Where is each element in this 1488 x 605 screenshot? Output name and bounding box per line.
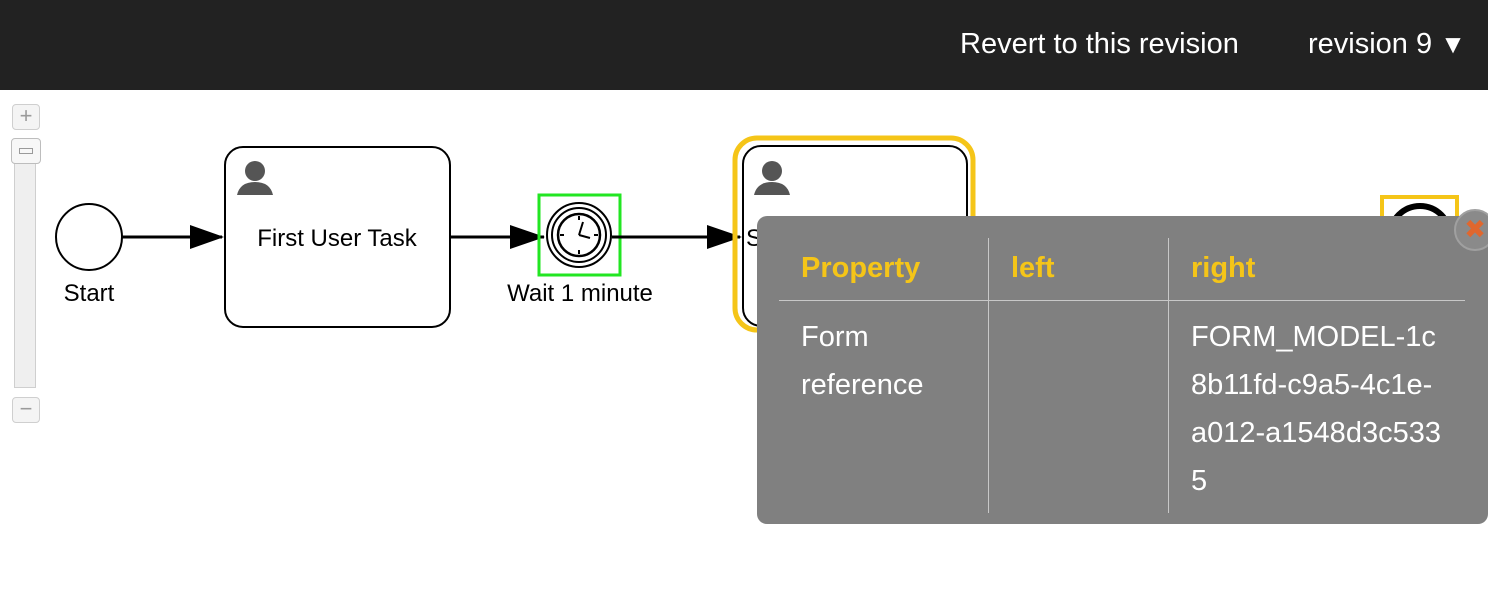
user-icon	[237, 161, 273, 195]
revision-dropdown[interactable]: revision 9▼	[1308, 28, 1466, 61]
chevron-down-icon: ▼	[1440, 29, 1466, 59]
flow-arrowhead	[707, 225, 742, 249]
cell-right: FORM_MODEL-1c8b11fd-c9a5-4c1e-a012-a1548…	[1168, 300, 1465, 513]
flow-arrowhead	[510, 225, 545, 249]
start-event-label: Start	[64, 280, 115, 307]
table-row: Form reference FORM_MODEL-1c8b11fd-c9a5-…	[779, 300, 1465, 513]
added-highlight-box	[537, 193, 622, 277]
flow-arrowhead	[190, 225, 224, 249]
property-diff-popup: Property left right Form reference FORM_…	[757, 216, 1488, 524]
column-header-property: Property	[779, 238, 989, 301]
close-icon[interactable]: ✖	[1454, 209, 1488, 251]
clock-icon[interactable]	[546, 202, 612, 268]
zoom-out-button[interactable]: −	[12, 397, 40, 423]
cell-property: Form reference	[801, 321, 924, 401]
zoom-slider-handle[interactable]	[11, 138, 41, 164]
column-header-left: left	[988, 238, 1169, 301]
property-diff-table: Property left right Form reference FORM_…	[779, 238, 1465, 513]
start-event[interactable]	[55, 203, 123, 271]
revert-revision-button[interactable]: Revert to this revision	[960, 28, 1239, 60]
timer-event-label: Wait 1 minute	[507, 280, 653, 307]
revision-label: revision 9	[1308, 28, 1433, 60]
user-task-first-label: First User Task	[257, 225, 418, 252]
table-header-row: Property left right	[779, 238, 1465, 301]
top-toolbar: Revert to this revision revision 9▼	[0, 0, 1488, 90]
zoom-in-button[interactable]: +	[12, 104, 40, 130]
cell-left	[988, 300, 1169, 513]
user-icon	[754, 161, 790, 195]
column-header-right: right	[1168, 238, 1465, 301]
